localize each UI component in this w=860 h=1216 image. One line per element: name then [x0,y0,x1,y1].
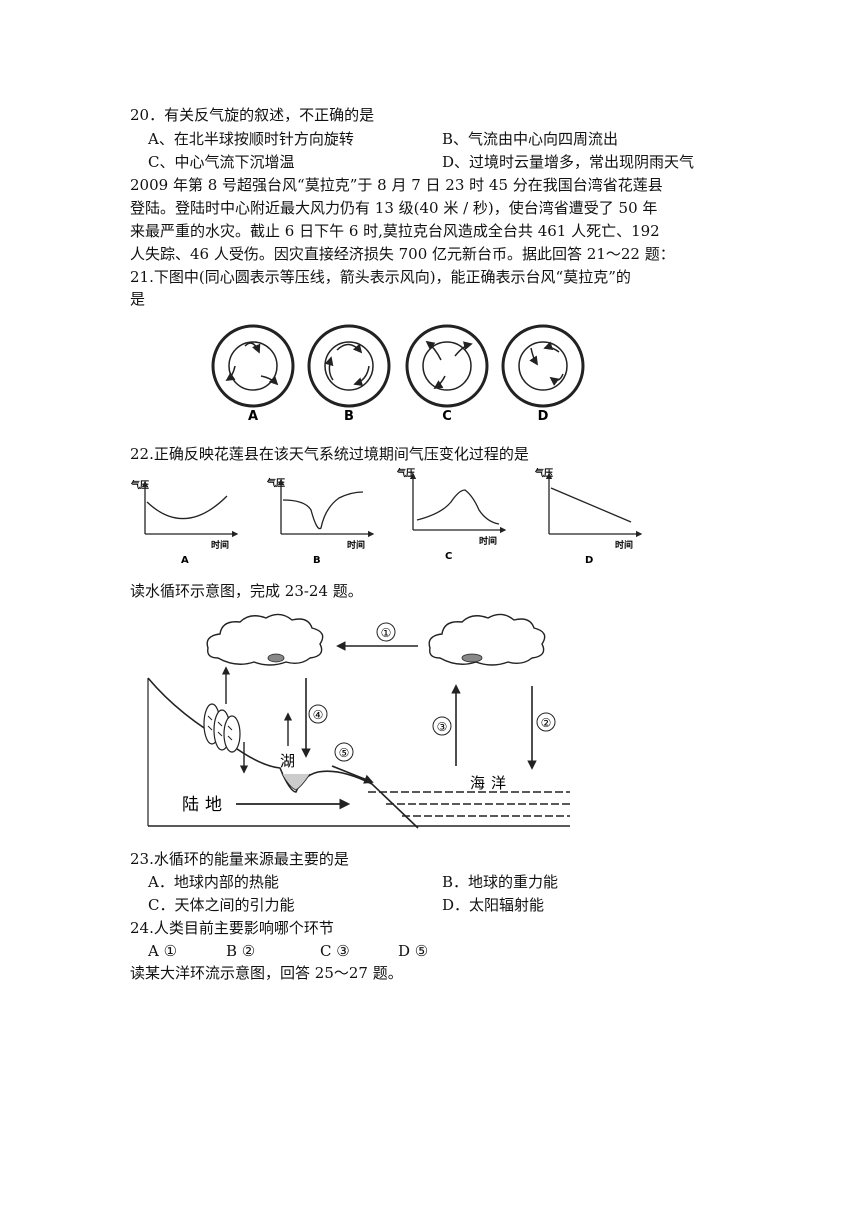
ocean-circulation-intro: 读某大洋环流示意图，回答 25～27 题。 [130,964,403,982]
graph-b: 气压 时间 B [266,477,375,566]
trees [203,703,241,753]
cloud-left [206,613,324,666]
q23-stem: 23.水循环的能量来源最主要的是 [130,850,349,868]
graph-a-ylabel: 气压 [130,479,149,491]
graph-c: 气压 时间 C [396,468,507,562]
graph-d-ylabel: 气压 [534,468,553,479]
ocean-label: 海洋 [470,774,512,792]
graph-d-label: D [585,555,593,566]
graph-a: 气压 时间 A [130,479,239,566]
water-cycle-diagram: ① ④ 湖 ⑤ 陆地 海洋 ③ ② [147,613,570,829]
passage-line-3: 来最严重的水灾。截止 6 日下午 6 时,莫拉克台风造成全台共 461 人死亡、… [130,222,660,240]
graph-c-ylabel: 气压 [396,468,415,479]
q20-option-c: C、中心气流下沉增温 [148,153,295,171]
option-c-isobars [405,324,489,408]
q24-option-c: C ③ [320,942,350,960]
passage-line-2: 登陆。登陆时中心附近最大风力仍有 13 级(40 米 / 秒)，使台湾省遭受了 … [130,199,658,217]
graph-c-xlabel: 时间 [479,535,497,547]
q21-label-b: B [344,409,354,424]
q20-stem: 20．有关反气旋的叙述，不正确的是 [130,106,375,124]
graph-d: 气压 时间 D [534,468,643,566]
graph-d-xlabel: 时间 [615,539,633,551]
q24-option-b: B ② [226,942,256,960]
passage-line-1: 2009 年第 8 号超强台风“莫拉克”于 8 月 7 日 23 时 45 分在… [130,176,663,194]
typhoon-wind-figure: A B C D [211,324,585,424]
q24-option-a: A ① [148,942,178,960]
option-d-isobars [501,324,585,408]
q21-stem: 21.下图中(同心圆表示等压线，箭头表示风向)，能正确表示台风“莫拉克”的 [130,268,631,286]
marker-3: ③ [437,720,448,734]
marker-2: ② [541,716,552,730]
water-cycle-intro: 读水循环示意图，完成 23-24 题。 [130,582,363,600]
lake-label: 湖 [280,752,295,770]
q23-option-c: C．天体之间的引力能 [148,896,295,914]
marker-4: ④ [313,708,324,722]
q24-option-d: D ⑤ [398,942,429,960]
cloud-right [428,613,546,666]
q23-option-d: D．太阳辐射能 [442,896,545,914]
q21-stem-end: 是 [130,290,146,308]
graph-a-xlabel: 时间 [211,539,229,551]
q21-label-c: C [442,409,452,424]
q24-stem: 24.人类目前主要影响哪个环节 [130,919,334,937]
graph-c-label: C [445,551,452,562]
option-a-isobars [211,324,295,408]
land-label: 陆地 [182,795,228,815]
graph-b-label: B [313,555,321,566]
q21-label-a: A [248,409,258,424]
q23-option-a: A．地球内部的热能 [148,873,279,891]
q22-stem: 22.正确反映花莲县在该天气系统过境期间气压变化过程的是 [130,445,529,463]
graph-a-label: A [181,555,189,566]
option-b-isobars [307,324,391,408]
graph-b-ylabel: 气压 [266,477,285,489]
q20-option-a: A、在北半球按顺时针方向旋转 [148,130,354,148]
q23-option-b: B．地球的重力能 [442,873,559,891]
marker-5: ⑤ [339,746,350,760]
q21-label-d: D [538,409,549,424]
graph-b-xlabel: 时间 [347,539,365,551]
pressure-graphs-figure: 气压 时间 A 气压 时间 B 气压 时间 C 气压 时间 D [130,468,643,566]
passage-line-4: 人失踪、46 人受伤。因灾直接经济损失 700 亿元新台币。据此回答 21～22… [130,245,675,263]
q20-option-d: D、过境时云量增多，常出现阴雨天气 [442,153,695,171]
q20-option-b: B、气流由中心向四周流出 [442,130,619,148]
marker-1: ① [381,626,392,640]
